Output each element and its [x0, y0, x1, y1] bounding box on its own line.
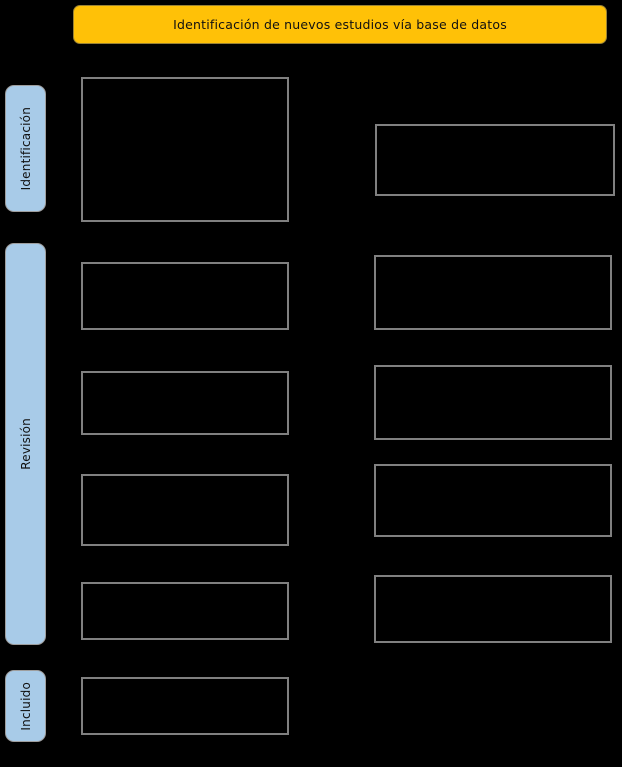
flow-box-left-6 [81, 677, 289, 735]
flow-box-left-2 [81, 262, 289, 330]
stage-tab-revision-label: Revisión [18, 418, 33, 470]
flow-box-right-4 [374, 464, 612, 537]
flow-box-right-2 [374, 255, 612, 330]
identification-banner-label: Identificación de nuevos estudios vía ba… [173, 17, 507, 32]
flow-box-left-1 [81, 77, 289, 222]
flow-box-right-3 [374, 365, 612, 440]
flow-box-left-4 [81, 474, 289, 546]
flow-box-left-3 [81, 371, 289, 435]
stage-tab-identificacion-label: Identificación [18, 106, 33, 191]
flow-box-right-1 [375, 124, 615, 196]
identification-banner: Identificación de nuevos estudios vía ba… [73, 5, 607, 44]
stage-tab-incluido-label: Incluido [18, 681, 33, 731]
flow-box-left-5 [81, 582, 289, 640]
stage-tab-revision: Revisión [5, 243, 46, 645]
stage-tab-identificacion: Identificación [5, 85, 46, 212]
flow-box-right-5 [374, 575, 612, 643]
stage-tab-incluido: Incluido [5, 670, 46, 742]
